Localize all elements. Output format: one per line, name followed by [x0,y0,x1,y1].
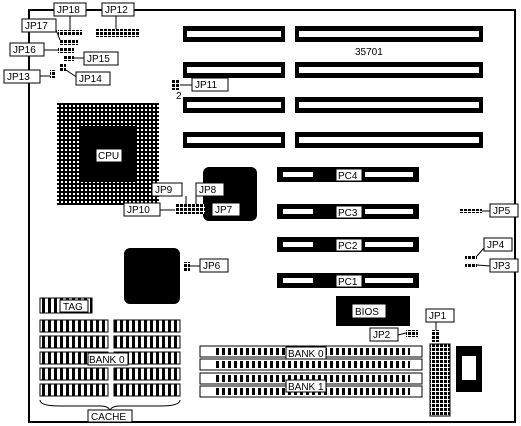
isa-slot [183,132,483,148]
jp2-label: JP2 [373,330,391,341]
jp4-header [465,255,477,259]
jp12-label: JP12 [105,5,128,16]
cache-label: CACHE [91,412,126,423]
jp6-label: JP6 [203,261,221,272]
board-model-label: 35701 [355,47,383,58]
jp15-header [64,56,74,61]
isa-slot [183,26,483,42]
jp17-header [60,40,78,45]
bios-label: BIOS [355,307,379,318]
power-connector [429,343,451,417]
jp7-label: JP7 [215,205,233,216]
jp4-label: JP4 [487,240,505,251]
cpu-label: CPU [98,151,119,162]
jp3-header [465,263,477,267]
jp2-header [406,330,418,337]
jp8-label: JP8 [199,185,217,196]
jp12-header [96,29,140,37]
jp5-label: JP5 [493,206,511,217]
pc4-label: PC4 [338,171,358,182]
jp14-label: JP14 [79,74,102,85]
jp3-label: JP3 [493,261,511,272]
jp11-pin2-note: 2 [176,91,182,102]
pc1-label: PC1 [338,277,358,288]
jp11-label: JP11 [195,80,217,91]
jp17-label: JP17 [25,21,48,32]
jp16-header [58,48,74,53]
mem-bank0-label: BANK 0 [288,349,324,360]
chipset-chip [124,248,180,304]
cache-bank0-label: BANK 0 [89,355,125,366]
jp18-label: JP18 [57,5,80,16]
jp6-header [184,262,190,272]
mem-bank1-label: BANK 1 [288,382,324,393]
jp11-header [172,80,180,90]
isa-slots [183,26,483,148]
jumper-labels: JP18 JP12 JP17 JP16 JP15 JP14 JP13 2 JP1… [3,2,519,342]
jp9-label: JP9 [155,185,173,196]
pc3-label: PC3 [338,208,358,219]
cache-chips [39,319,181,397]
jp16-label: JP16 [13,45,36,56]
jp15-label: JP15 [87,54,110,65]
jp18-header [58,30,82,35]
isa-slot [183,97,483,113]
jp1-label: JP1 [429,311,447,322]
tag-label: TAG [63,302,83,313]
jp1-header [432,330,440,342]
jp13-label: JP13 [7,72,30,83]
pc2-label: PC2 [338,241,358,252]
jp14-header [60,64,66,72]
jp10-label: JP10 [127,205,150,216]
isa-slot [183,62,483,78]
jp7-header [175,204,205,214]
jp5-header [460,209,482,213]
jp13-header [50,70,55,78]
jumper-headers [50,29,482,342]
